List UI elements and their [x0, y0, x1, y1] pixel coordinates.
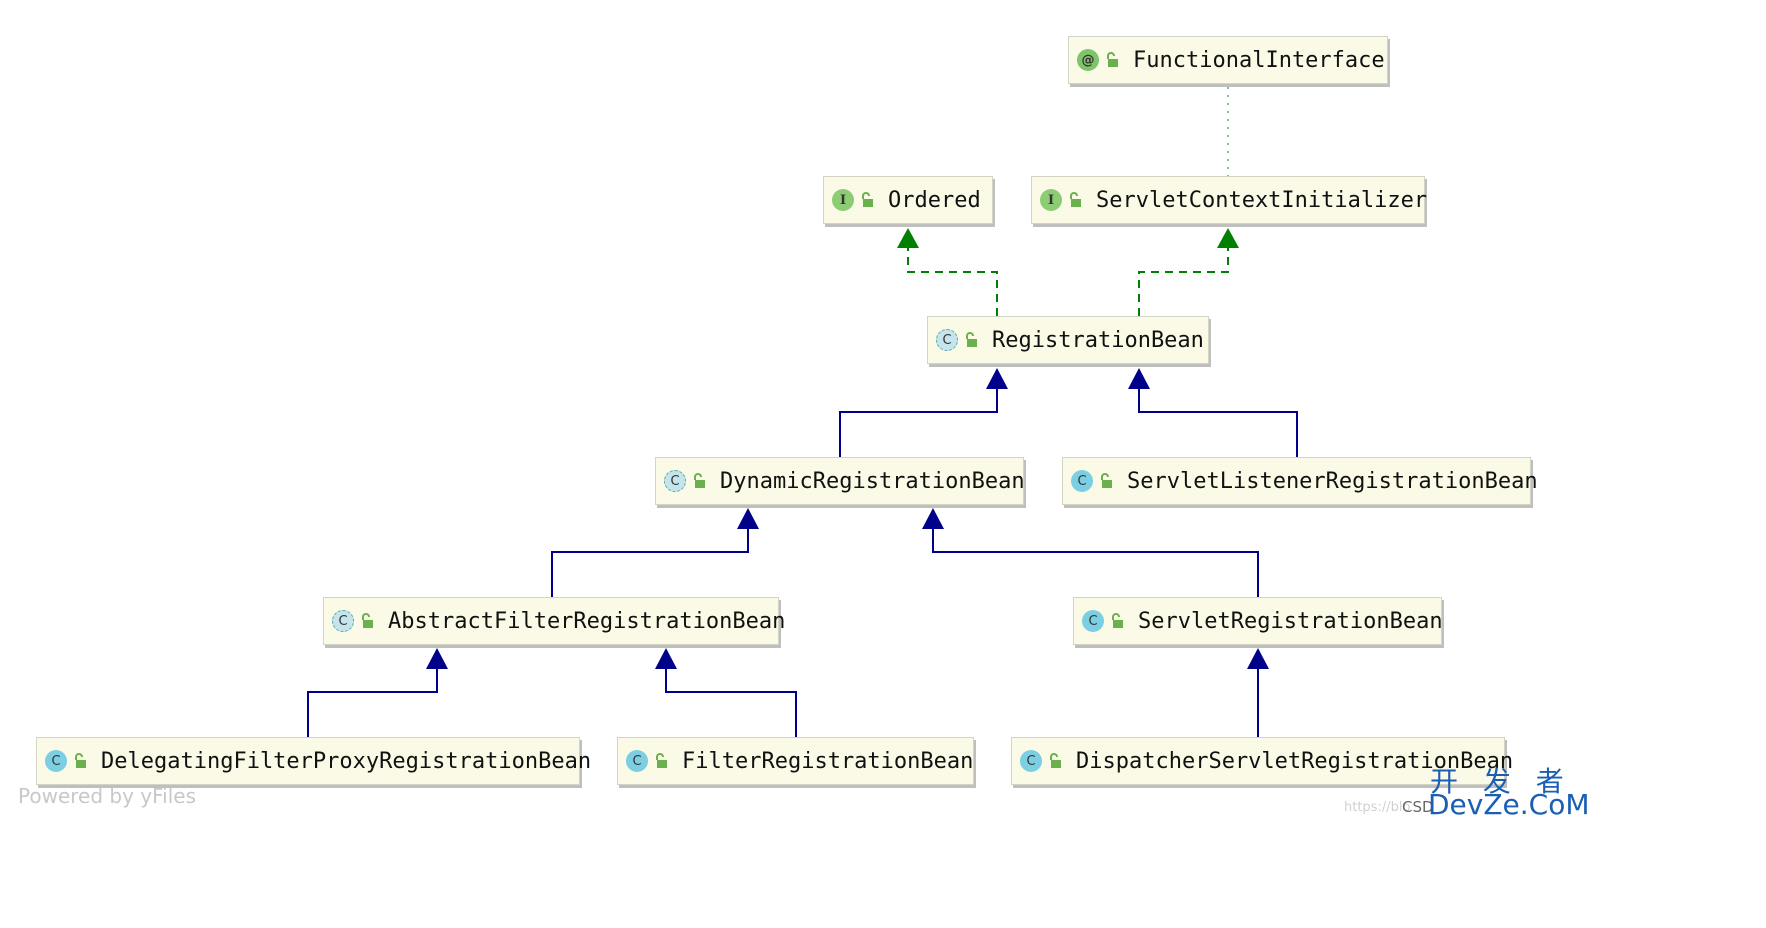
site-watermark-brand: DevZe.CoM: [1428, 788, 1590, 821]
unlocked-icon: [75, 753, 86, 768]
edge-servlet-listener-registration-bean-registration-bean: [1138, 388, 1298, 457]
arrowhead-dynamic-registration-bean-right: [922, 508, 944, 529]
abstract-class-icon: C: [664, 470, 686, 492]
arrowhead-ordered: [897, 228, 919, 248]
arrowhead-servlet-context-initializer: [1217, 228, 1239, 248]
unlocked-icon: [362, 613, 373, 628]
node-abstract-filter-registration-bean[interactable]: C AbstractFilterRegistrationBean: [323, 597, 785, 645]
arrowhead-registration-bean-left: [986, 368, 1008, 389]
node-dispatcher-servlet-registration-bean[interactable]: C DispatcherServletRegistrationBean: [1011, 737, 1513, 785]
node-label: ServletContextInitializer: [1096, 187, 1428, 213]
arrowhead-dynamic-registration-bean-left: [737, 508, 759, 529]
powered-by-watermark: Powered by yFiles: [18, 784, 196, 808]
node-ordered[interactable]: I Ordered: [823, 176, 993, 224]
abstract-class-icon: C: [936, 329, 958, 351]
class-icon: C: [626, 750, 648, 772]
unlocked-icon: [862, 192, 873, 207]
csdn-watermark: CSD: [1402, 798, 1434, 816]
edge-dynamic-registration-bean-registration-bean: [839, 388, 998, 457]
arrowhead-servlet-registration-bean: [1247, 648, 1269, 669]
unlocked-icon: [1070, 192, 1081, 207]
unlocked-icon: [656, 753, 667, 768]
node-label: FilterRegistrationBean: [682, 748, 974, 774]
node-label: Ordered: [888, 187, 981, 213]
class-icon: C: [1020, 750, 1042, 772]
node-filter-registration-bean[interactable]: C FilterRegistrationBean: [617, 737, 974, 785]
arrowhead-abstract-filter-registration-bean-left: [426, 648, 448, 669]
node-label: ServletListenerRegistrationBean: [1127, 468, 1538, 494]
node-label: DynamicRegistrationBean: [720, 468, 1025, 494]
node-servlet-registration-bean[interactable]: C ServletRegistrationBean: [1073, 597, 1443, 645]
class-icon: C: [45, 750, 67, 772]
unlocked-icon: [1050, 753, 1061, 768]
node-dynamic-registration-bean[interactable]: C DynamicRegistrationBean: [655, 457, 1025, 505]
node-label: FunctionalInterface: [1133, 47, 1385, 73]
node-delegating-filter-proxy-registration-bean[interactable]: C DelegatingFilterProxyRegistrationBean: [36, 737, 591, 785]
class-icon: C: [1082, 610, 1104, 632]
edge-delegating-filter-proxy-registration-bean-abstract-filter-registration-bean: [307, 669, 438, 737]
node-registration-bean[interactable]: C RegistrationBean: [927, 316, 1209, 364]
edge-registration-bean-ordered: [907, 247, 998, 316]
node-label: AbstractFilterRegistrationBean: [388, 608, 786, 634]
unlocked-icon: [966, 332, 977, 347]
node-label: DelegatingFilterProxyRegistrationBean: [101, 748, 592, 774]
unlocked-icon: [1107, 52, 1118, 67]
edge-filter-registration-bean-abstract-filter-registration-bean: [665, 669, 797, 737]
node-label: DispatcherServletRegistrationBean: [1076, 748, 1514, 774]
node-functional-interface[interactable]: @ FunctionalInterface: [1068, 36, 1388, 84]
class-icon: C: [1071, 470, 1093, 492]
arrowhead-abstract-filter-registration-bean-right: [655, 648, 677, 669]
node-servlet-context-initializer[interactable]: I ServletContextInitializer: [1031, 176, 1428, 224]
interface-icon: I: [1040, 189, 1062, 211]
annotation-icon: @: [1077, 49, 1099, 71]
unlocked-icon: [1112, 613, 1123, 628]
site-watermark-cn: 开 发 者: [1430, 765, 1572, 798]
node-label: RegistrationBean: [992, 327, 1204, 353]
arrowhead-registration-bean-right: [1128, 368, 1150, 389]
abstract-class-icon: C: [332, 610, 354, 632]
edge-servlet-registration-bean-dynamic-registration-bean: [932, 529, 1259, 597]
node-servlet-listener-registration-bean[interactable]: C ServletListenerRegistrationBean: [1062, 457, 1538, 505]
edge-abstract-filter-registration-bean-dynamic-registration-bean: [551, 529, 749, 597]
node-label: ServletRegistrationBean: [1138, 608, 1443, 634]
edge-registration-bean-servlet-context-initializer: [1138, 247, 1229, 316]
unlocked-icon: [694, 473, 705, 488]
interface-icon: I: [832, 189, 854, 211]
unlocked-icon: [1101, 473, 1112, 488]
url-watermark: https://blo: [1344, 800, 1411, 815]
